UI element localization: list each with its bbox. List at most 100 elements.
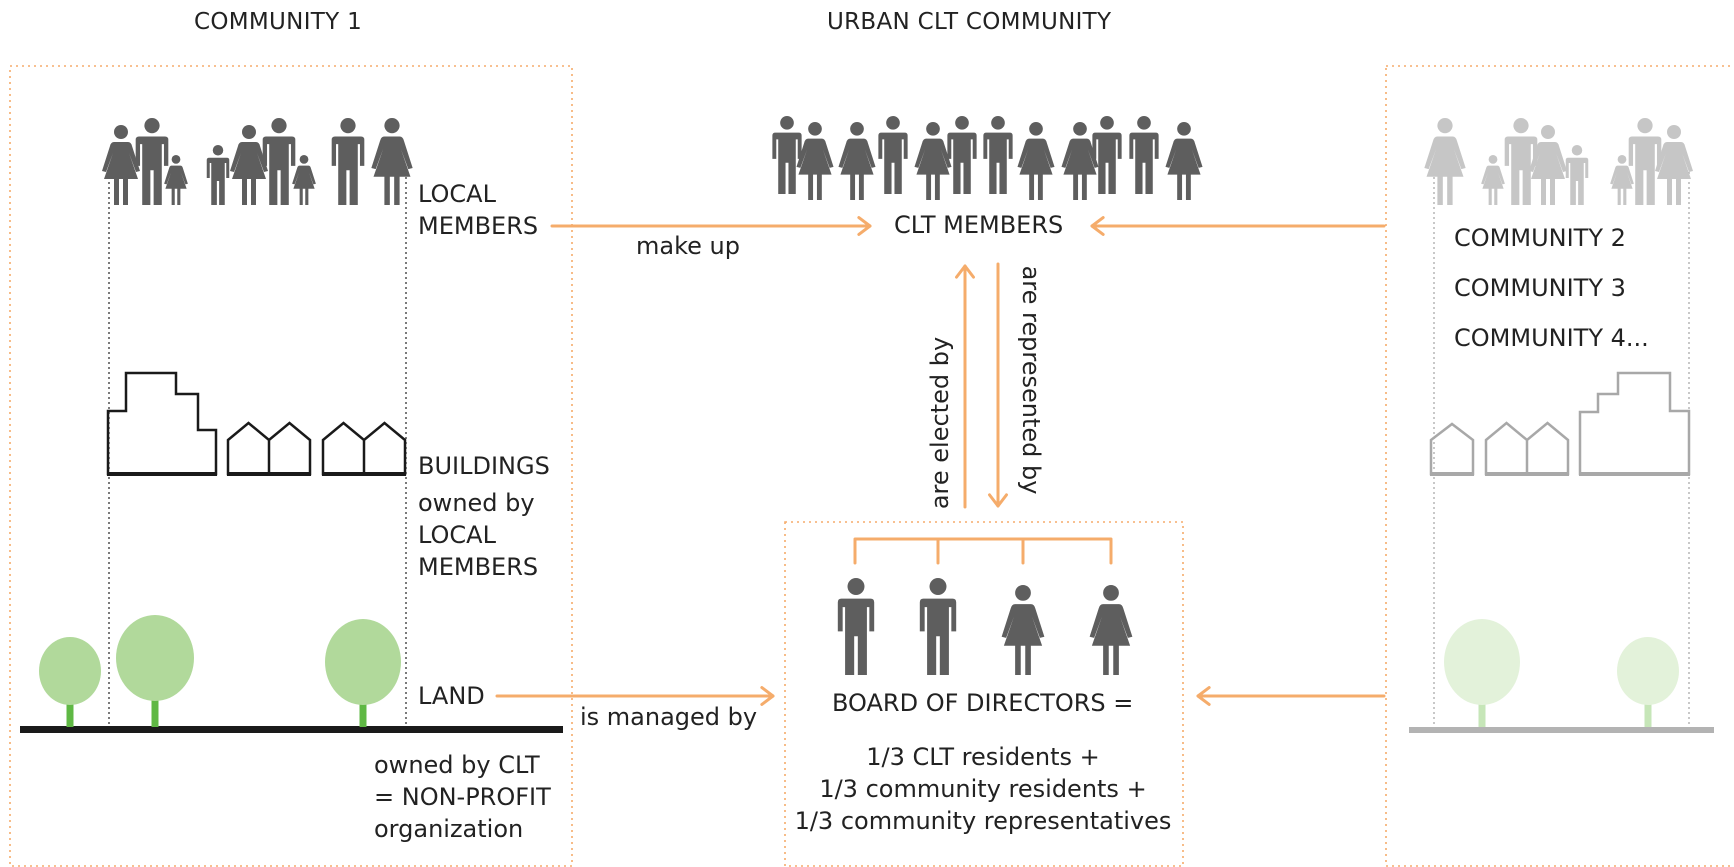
owned-by-clt-line2: = NON-PROFIT [374,783,551,811]
clt-members-label: CLT MEMBERS [894,211,1064,239]
board-composition-line2: 1/3 community residents + [819,775,1147,803]
tree-crown [1444,619,1520,705]
building-base [322,472,406,476]
are-elected-by-label: are elected by [926,336,954,510]
urban-clt-community-title: URBAN CLT COMMUNITY [827,9,1112,35]
man-icon [772,116,802,194]
woman-icon-faded [1481,155,1505,205]
tree-crown [116,615,194,701]
community-to-board-arrow [1196,686,1386,706]
man-icon [262,118,296,205]
tree-trunk [66,700,74,727]
local-members-label-line1: LOCAL [418,180,496,208]
buildings-label-line2: owned by [418,489,535,517]
building-outline [321,421,407,476]
director-woman-icon [1089,585,1133,675]
tree-crown [1617,637,1679,705]
woman-icon-faded [1424,118,1466,205]
is-managed-by-label: is managed by [580,703,758,731]
building-outline [1484,421,1570,476]
woman-icon [838,122,876,200]
woman-icon [371,118,413,205]
building-base [107,472,217,476]
building-outline [1578,371,1691,476]
woman-icon [1017,122,1055,200]
community-4-label: COMMUNITY 4... [1454,324,1649,352]
twin-house-icon [321,421,407,476]
board-composition-line3: 1/3 community representatives [794,807,1172,835]
woman-icon [292,155,316,205]
building-outline [1429,422,1475,476]
apartment-building-icon-faded [1578,371,1691,476]
woman-icon-faded [1610,155,1634,205]
other-communities-frame [1385,65,1734,867]
director-man-icon [919,578,957,675]
community-2-label: COMMUNITY 2 [1454,224,1626,252]
arrow-head [955,264,975,279]
buildings-label-line3: LOCAL [418,521,496,549]
arrow-head [857,216,872,236]
man-icon [135,118,169,205]
board-of-directors-label: BOARD OF DIRECTORS = [832,689,1134,717]
man-icon [206,145,230,205]
building-base [227,472,311,476]
woman-icon [914,122,952,200]
building-base [1485,472,1569,476]
house-icon-faded [1429,422,1475,476]
arrow-head [760,686,775,706]
is-managed-by-arrow [495,686,775,706]
tree-trunk [1478,695,1486,727]
director-man-icon [837,578,875,675]
buildings-label-line4: MEMBERS [418,553,539,581]
woman-icon [796,122,834,200]
arrow-head [988,493,1008,508]
man-icon [331,118,365,205]
board-bracket [853,537,1113,565]
woman-icon [102,125,140,205]
tree-trunk [359,695,367,727]
apartment-building-icon [106,371,218,476]
make-up-label: make up [636,232,740,260]
tree-icon [325,619,401,727]
tree-icon [116,615,194,727]
are-represented-by-label: are represented by [1017,265,1045,495]
local-members-label-line2: MEMBERS [418,212,539,240]
woman-icon-faded [1655,125,1693,205]
owned-by-clt-line1: owned by CLT [374,751,540,779]
building-base [1430,472,1474,476]
tree-crown [39,637,101,705]
ground-line [20,726,563,733]
community-1-frame [9,65,573,867]
woman-icon-faded [1529,125,1567,205]
tree-icon [39,637,101,727]
tree-trunk [1644,700,1652,727]
woman-icon [1061,122,1099,200]
owned-by-clt-line3: organization [374,815,524,843]
building-base [1579,472,1690,476]
arrow-head [1090,216,1105,236]
building-outline [226,421,312,476]
woman-icon [1165,122,1203,200]
man-icon [1092,116,1122,194]
make-up-arrow [550,216,872,236]
ground-line-faded [1409,727,1714,733]
director-woman-icon [1001,585,1045,675]
board-frame [784,521,1184,867]
building-outline [106,371,218,476]
tree-crown [325,619,401,705]
woman-icon [230,125,268,205]
man-icon [878,116,908,194]
board-composition-line1: 1/3 CLT residents + [866,743,1100,771]
land-label: LAND [418,682,485,710]
tree-trunk [151,695,159,727]
are-represented-by-arrow [988,262,1008,508]
man-icon-faded [1628,118,1662,205]
man-icon [947,116,977,194]
tree-icon-faded [1617,637,1679,727]
community-to-members-arrow [1090,216,1386,236]
arrow-head [1196,686,1211,706]
tree-icon-faded [1444,619,1520,727]
buildings-label-line1: BUILDINGS [418,452,550,480]
man-icon-faded [1565,145,1589,205]
